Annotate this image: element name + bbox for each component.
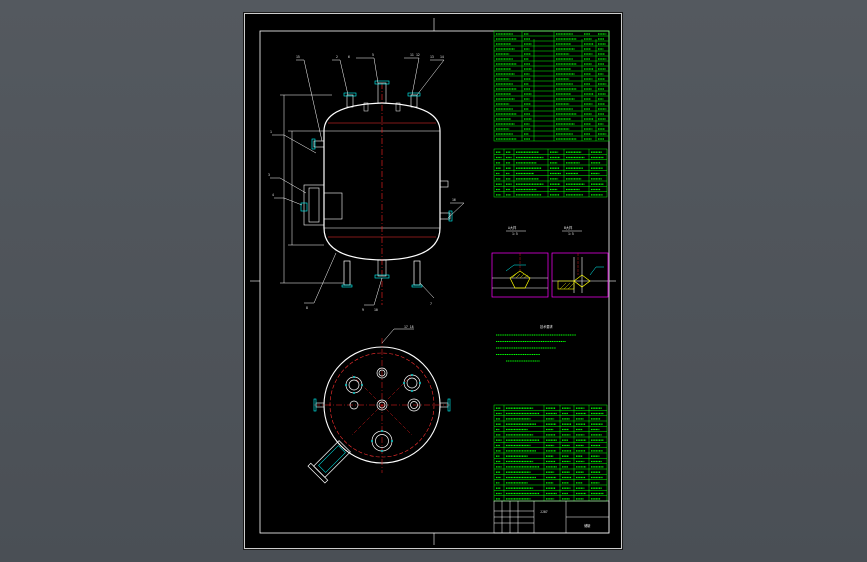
callout-number: 11 xyxy=(410,53,414,57)
callout-number: 3 xyxy=(268,173,270,177)
callout-number: 6 xyxy=(348,55,350,59)
callout-number: 5 xyxy=(372,53,374,57)
callout-number: 1 xyxy=(270,130,272,134)
weld-b-scale: 1:5 xyxy=(568,232,574,236)
weld-b-label: B大样 xyxy=(564,225,573,230)
title-block-name: 储罐 xyxy=(584,523,591,528)
callout-number: 7 xyxy=(430,302,432,306)
title-block-code: JJ07 xyxy=(540,510,548,514)
callout-number: 16 xyxy=(452,198,456,202)
callout-number: 13 xyxy=(430,55,434,59)
plan-nozzle-label: 17 18 xyxy=(404,325,414,329)
callout-number: 2 xyxy=(336,55,338,59)
callout-number: 9 xyxy=(362,308,364,312)
design-data-table xyxy=(493,30,610,142)
outer-frame xyxy=(244,13,622,549)
vessel-shell xyxy=(323,102,441,261)
parts-list xyxy=(493,404,608,502)
callout-number: 4 xyxy=(272,193,274,197)
notes-title: 技术要求 xyxy=(540,324,554,329)
callout-number: 15 xyxy=(296,55,300,59)
weld-a-scale: 1:5 xyxy=(512,232,518,236)
vessel-plan-view: 17 18 xyxy=(307,325,451,484)
inner-frame xyxy=(259,30,610,534)
weld-detail-a: A大样 1:5 xyxy=(491,225,549,298)
weld-detail-b: B大样 1:5 xyxy=(551,225,609,298)
callout-number: 14 xyxy=(440,55,444,59)
technical-notes: 技术要求 xyxy=(496,324,576,362)
callout-number: 10 xyxy=(374,308,378,312)
weld-a-label: A大样 xyxy=(508,225,517,230)
callout-number: 12 xyxy=(416,53,420,57)
title-block xyxy=(493,500,610,534)
callout-number: 8 xyxy=(306,306,308,310)
nozzle-table xyxy=(493,148,608,198)
